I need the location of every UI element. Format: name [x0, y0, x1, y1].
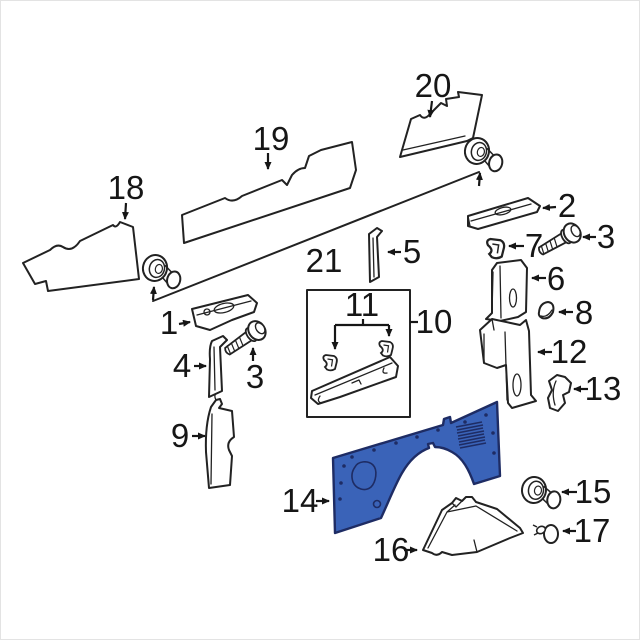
- part-18-arrow: [121, 202, 129, 220]
- part-2-arrow: [542, 203, 557, 211]
- callout-11-branch: [335, 319, 389, 327]
- callout-18: 18: [108, 169, 145, 206]
- kit-rail: [310, 356, 399, 405]
- kit-rail-detail: [314, 362, 393, 404]
- callout-3-left: 3: [246, 358, 264, 395]
- callout-1: 1: [160, 304, 178, 341]
- retainer-clip-right: [460, 134, 508, 174]
- part-1-detail: [196, 300, 252, 316]
- callout-17: 17: [574, 512, 611, 549]
- part-21-group: 21: [138, 134, 508, 302]
- part-4-group: 4: [173, 335, 228, 398]
- callout-20: 20: [415, 67, 452, 104]
- part-16-detail: [427, 500, 518, 553]
- callout-2: 2: [558, 187, 576, 224]
- callout-21: 21: [306, 242, 343, 279]
- part-7-clip: [486, 237, 506, 260]
- callout-15: 15: [575, 473, 612, 510]
- part-2-group: 2: [467, 187, 576, 230]
- part-1-hole: [213, 302, 235, 314]
- part-9-cowl-trim: [204, 398, 235, 489]
- part-8-cap: [537, 301, 555, 320]
- part-12-pillar-panel: [479, 318, 537, 409]
- part-6-group: 6: [485, 259, 565, 322]
- part-14-group: 14: [282, 400, 502, 535]
- part-14-vent-slots: [455, 421, 487, 449]
- part-19-panel: [181, 141, 357, 244]
- part-14-hand-hole: [351, 461, 377, 491]
- part-18-panel: [22, 221, 140, 292]
- callout-4: 4: [173, 347, 191, 384]
- part-4-pillar-trim: [208, 335, 228, 398]
- part-6-hole: [508, 288, 518, 308]
- part-14-grommet-hole: [372, 499, 382, 509]
- callout-12: 12: [551, 333, 588, 370]
- part-5-detail: [372, 237, 375, 278]
- part-3-right-group: 3: [533, 218, 615, 262]
- part-6-detail: [491, 265, 502, 319]
- callout-13: 13: [585, 370, 622, 407]
- part-13-bracket: [547, 374, 572, 412]
- part-17-group: 17: [532, 512, 611, 549]
- callout-10: 10: [416, 303, 453, 340]
- part-20-group: 20: [399, 67, 483, 158]
- callout-5: 5: [403, 233, 421, 270]
- part-13-group: 13: [547, 370, 622, 412]
- part-1-group: 1: [160, 294, 258, 341]
- part-15-group: 15: [518, 473, 612, 511]
- callout-11: 11: [345, 286, 379, 323]
- part-21-left-arrow: [149, 286, 157, 301]
- part-2-sill-bracket: [467, 197, 541, 230]
- part-17-clip: [532, 524, 559, 544]
- callout-16: 16: [373, 531, 410, 568]
- part-14-fastener-holes: [338, 413, 496, 501]
- part-12-group: 12: [479, 318, 588, 409]
- part-15-clip: [518, 474, 565, 511]
- part-7-group: 7: [486, 227, 543, 264]
- part-4-detail: [213, 346, 216, 391]
- part-1-arrow: [178, 319, 191, 327]
- part-21-rail-line: [152, 171, 480, 302]
- part-8-detail: [540, 309, 553, 318]
- part-8-group: 8: [537, 294, 593, 331]
- part-1-hole-small: [203, 308, 211, 316]
- callout-7: 7: [525, 227, 543, 264]
- part-2-hole: [494, 206, 512, 216]
- callout-8: 8: [575, 294, 593, 331]
- part-20-detail: [402, 135, 466, 151]
- part-14-quarter-trim-panel: [331, 400, 502, 535]
- part-10-11-box-group: 11 10: [306, 286, 453, 418]
- part-13-detail: [552, 380, 557, 406]
- part-3-left-group: 3: [219, 316, 271, 395]
- callout-6: 6: [547, 260, 565, 297]
- part-16-group: 16: [373, 496, 524, 568]
- part-5-pillar-trim: [368, 227, 383, 283]
- part-12-detail: [483, 318, 508, 401]
- part-9-detail: [210, 392, 219, 485]
- part-2-detail: [467, 203, 532, 227]
- part-21-right-arrow: [475, 172, 483, 187]
- part-20-arrow: [427, 100, 435, 118]
- part-6-pillar-panel: [485, 259, 528, 322]
- part-19-group: 19: [181, 120, 357, 244]
- part-12-hole: [512, 373, 522, 397]
- callout-19: 19: [253, 120, 290, 157]
- bolt-left: [219, 316, 271, 362]
- callout-3-right: 3: [597, 218, 615, 255]
- retainer-clip-left: [138, 251, 186, 291]
- part-18-group: 18: [22, 169, 145, 292]
- part-9-group: 9: [171, 392, 235, 489]
- callout-9: 9: [171, 417, 189, 454]
- part-5-group: 5: [368, 227, 421, 283]
- callout-14: 14: [282, 482, 319, 519]
